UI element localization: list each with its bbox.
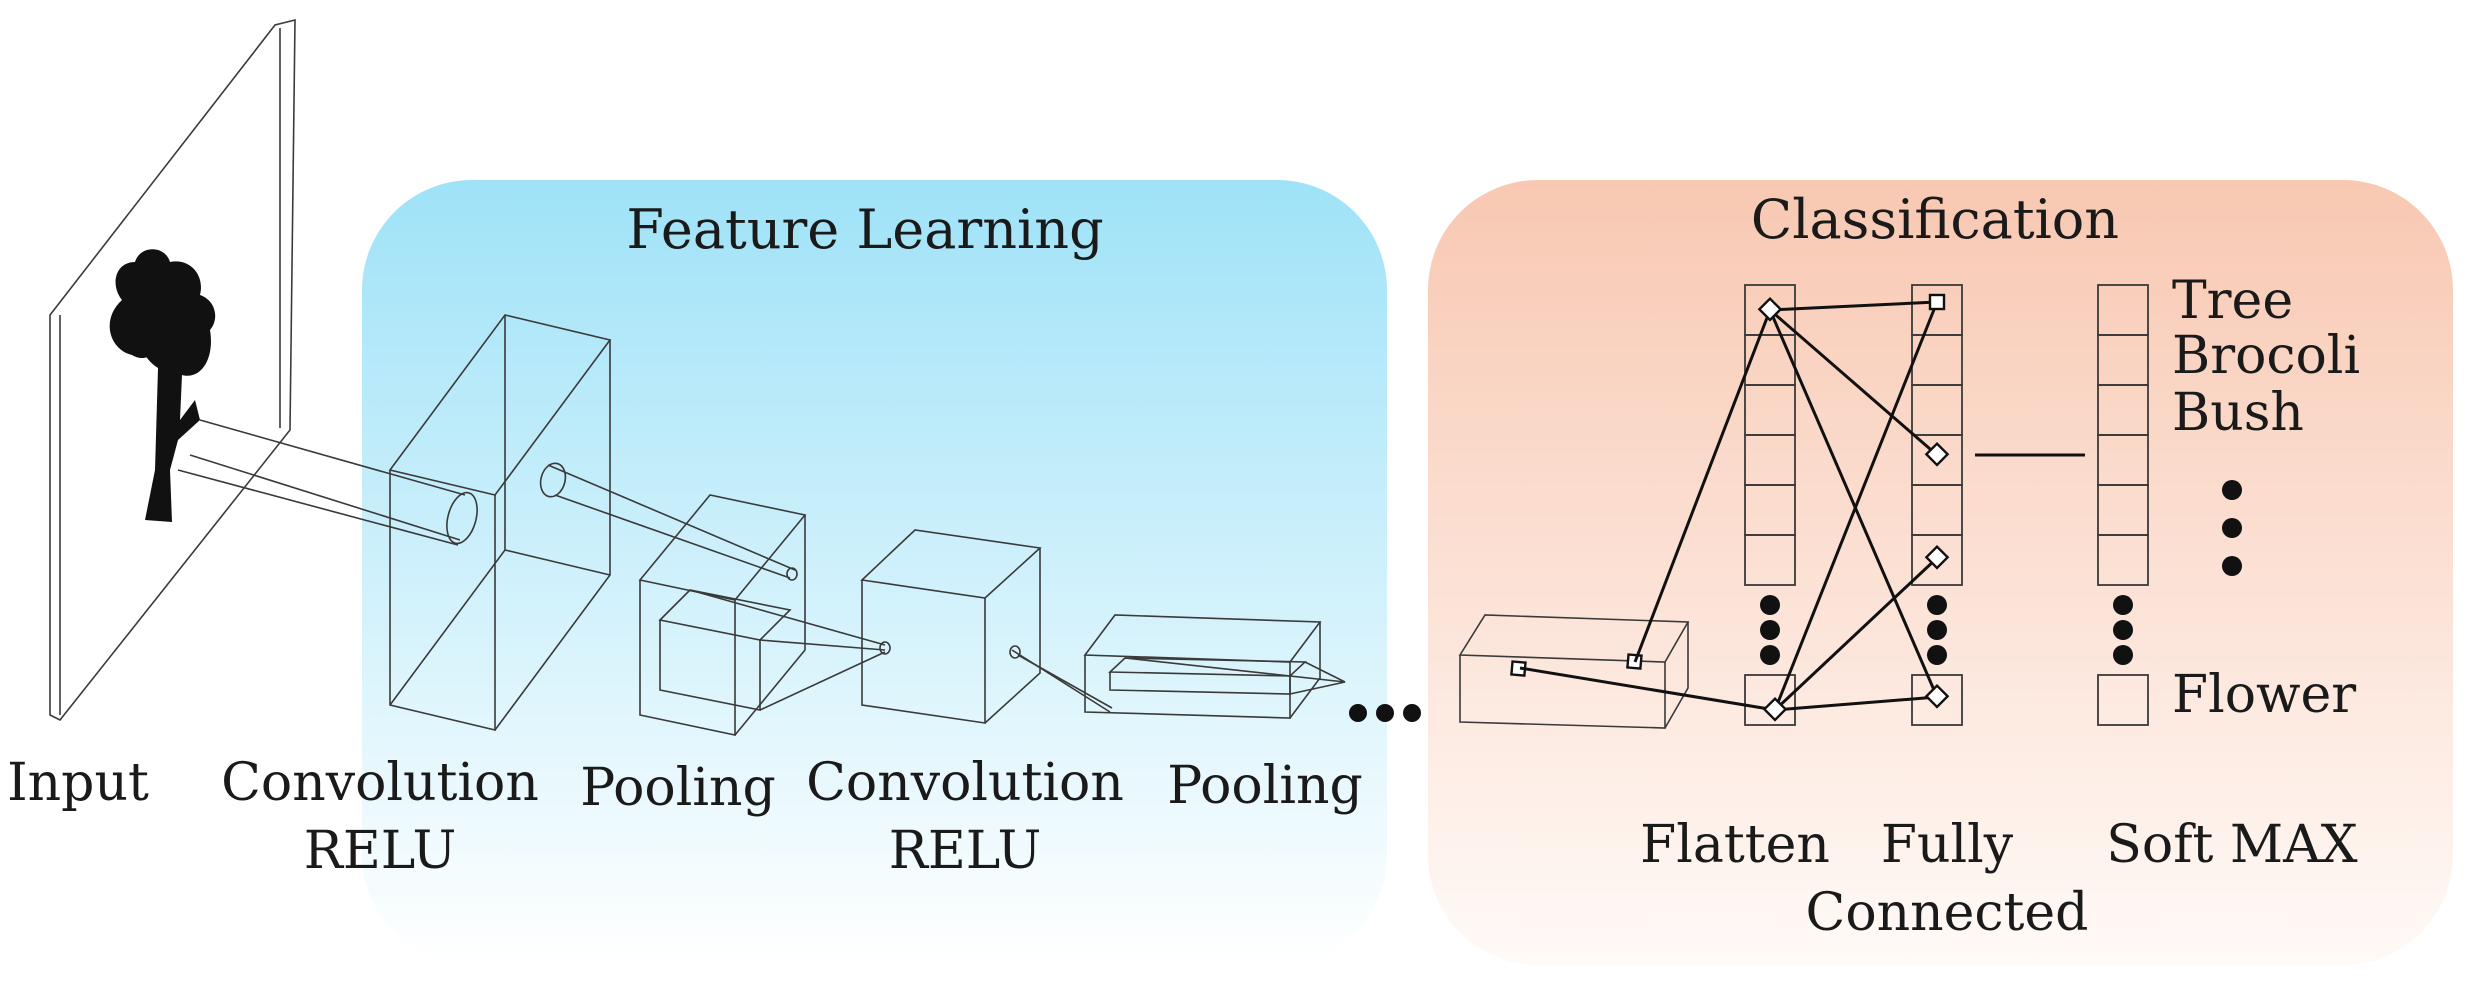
flatten-column — [1744, 284, 1796, 726]
layer-label-input: Input — [7, 753, 149, 813]
conv2-projection — [1009, 645, 1113, 713]
tree-silhouette-icon — [109, 249, 216, 522]
feature-learning-title: Feature Learning — [626, 198, 1103, 261]
classification-title: Classification — [1751, 188, 2119, 251]
layer-label-fully: Fully — [1881, 815, 2014, 875]
output-label-brocoli: Brocoli — [2172, 326, 2360, 386]
neuron-nodes — [1757, 293, 1950, 722]
layer-label-conv1-relu: RELU — [304, 821, 457, 881]
layer-label-conv2-relu: RELU — [889, 821, 1042, 881]
pool2-volume — [1083, 614, 1346, 719]
layer-label-connected: Connected — [1806, 883, 2089, 943]
continuation-dots — [1349, 704, 1421, 722]
layer-label-conv1: Convolution — [221, 753, 539, 813]
pool1-projection — [689, 589, 891, 711]
layer-label-pool2: Pooling — [1167, 756, 1363, 816]
output-label-bush: Bush — [2172, 383, 2304, 443]
layer-label-flatten: Flatten — [1640, 815, 1830, 875]
fully-connected-column — [1911, 284, 1963, 726]
dense-connections — [1519, 300, 1939, 712]
softmax-column — [2097, 284, 2242, 726]
layer-label-softmax: Soft MAX — [2106, 815, 2357, 875]
feature-learning-panel — [362, 180, 1387, 965]
input-projection — [177, 419, 478, 546]
classification-panel — [1428, 180, 2453, 965]
input-plane — [49, 18, 296, 722]
conv1-projection — [539, 462, 798, 581]
conv2-volume — [860, 529, 1042, 724]
layer-label-pool1: Pooling — [580, 758, 776, 818]
conv1-volume — [388, 314, 612, 732]
layer-label-conv2: Convolution — [806, 753, 1124, 813]
output-label-tree: Tree — [2172, 271, 2293, 331]
output-label-flower: Flower — [2172, 665, 2356, 725]
